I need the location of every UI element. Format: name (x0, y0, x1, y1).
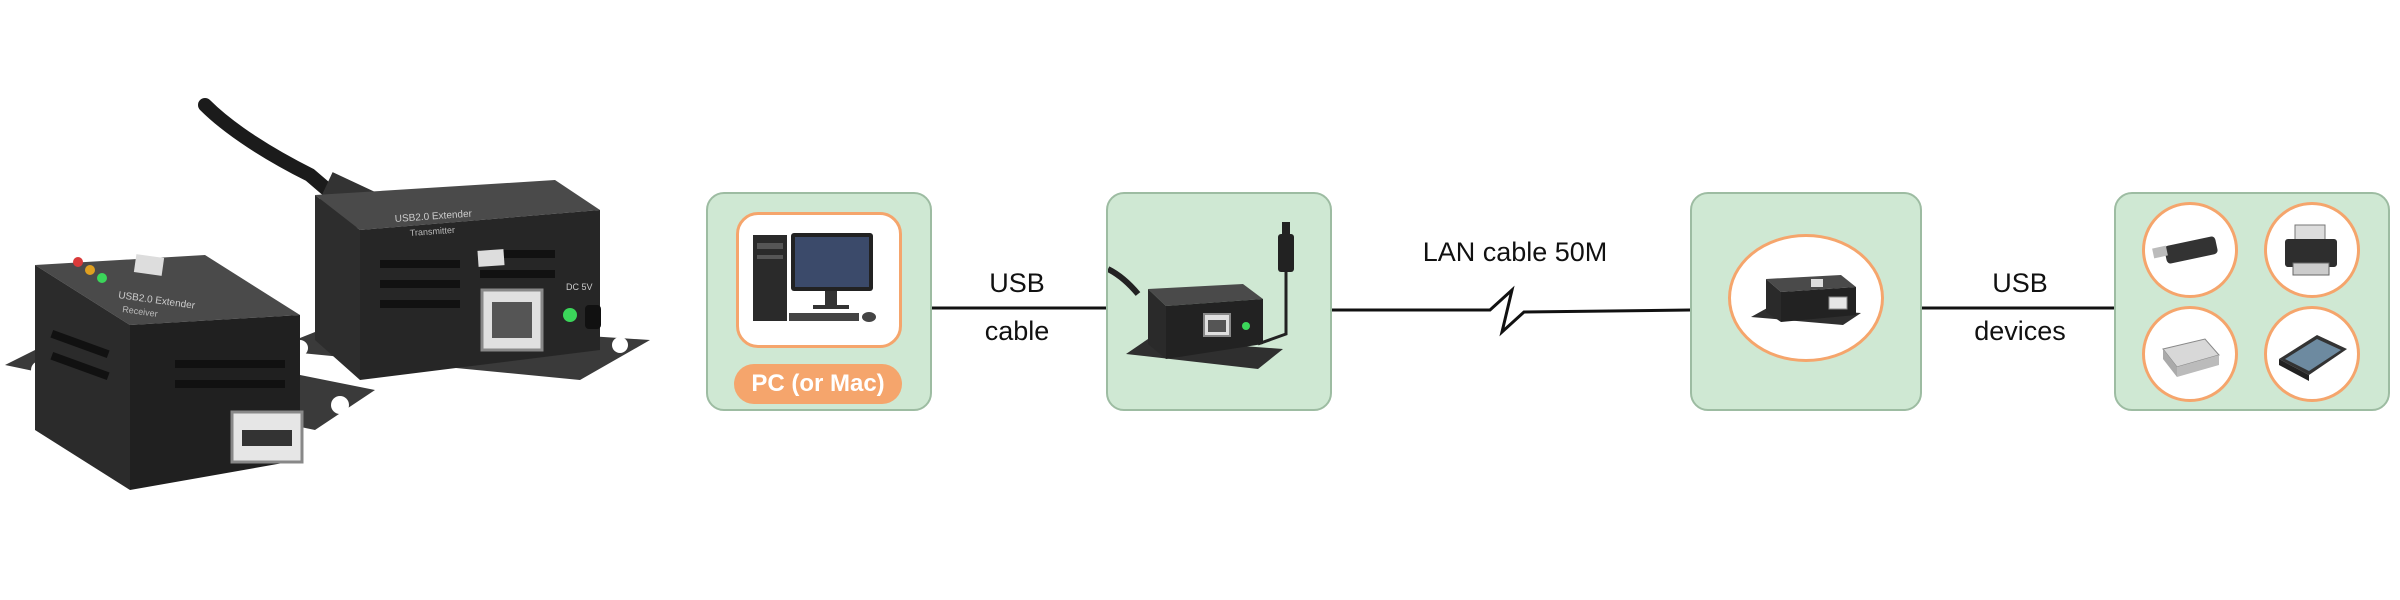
pc-label-badge: PC (or Mac) (734, 364, 902, 404)
usb-devices-panel (2114, 192, 2390, 411)
printer-frame (2264, 202, 2360, 298)
receiver-image-frame (1728, 234, 1884, 362)
usb-flash-drive-icon (2152, 236, 2218, 264)
lan-cable-label: LAN cable 50M (1422, 237, 1608, 267)
pc-label: PC (or Mac) (751, 370, 885, 397)
external-hard-drive-icon (2162, 338, 2220, 377)
scanner-icon (2279, 335, 2347, 381)
lan-cable-line (1332, 285, 1691, 337)
transmitter-sub-text: Transmitter (409, 225, 455, 238)
external-drive-frame (2142, 306, 2238, 402)
pc-image-frame (736, 212, 902, 348)
receiver-panel (1690, 192, 1922, 411)
transmitter-panel (1106, 192, 1332, 411)
extender-product-photo: USB2.0 Extender Transmitter DC 5V USB2.0… (5, 98, 650, 490)
scanner-frame (2264, 306, 2360, 402)
printer-icon (2285, 224, 2337, 276)
receiver-icon (1751, 275, 1861, 325)
usb-cable-label-line2: cable (984, 316, 1050, 346)
transmitter-logo-text: USB2.0 Extender (394, 209, 473, 225)
usb-flash-drive-frame (2142, 202, 2238, 298)
usb-devices-label-line2: devices (1974, 316, 2066, 346)
receiver-unit: USB2.0 Extender Receiver (5, 254, 375, 490)
pc-panel: PC (or Mac) (706, 192, 932, 411)
power-port-text: DC 5V (566, 282, 593, 292)
desktop-computer-icon (753, 233, 876, 322)
transmitter-icon (1106, 222, 1294, 369)
transmitter-unit: USB2.0 Extender Transmitter DC 5V (270, 180, 650, 380)
usb-devices-label-line1: USB (1992, 268, 2048, 298)
usb-cable-label-line1: USB (989, 268, 1045, 298)
receiver-sub-text: Receiver (122, 304, 159, 319)
